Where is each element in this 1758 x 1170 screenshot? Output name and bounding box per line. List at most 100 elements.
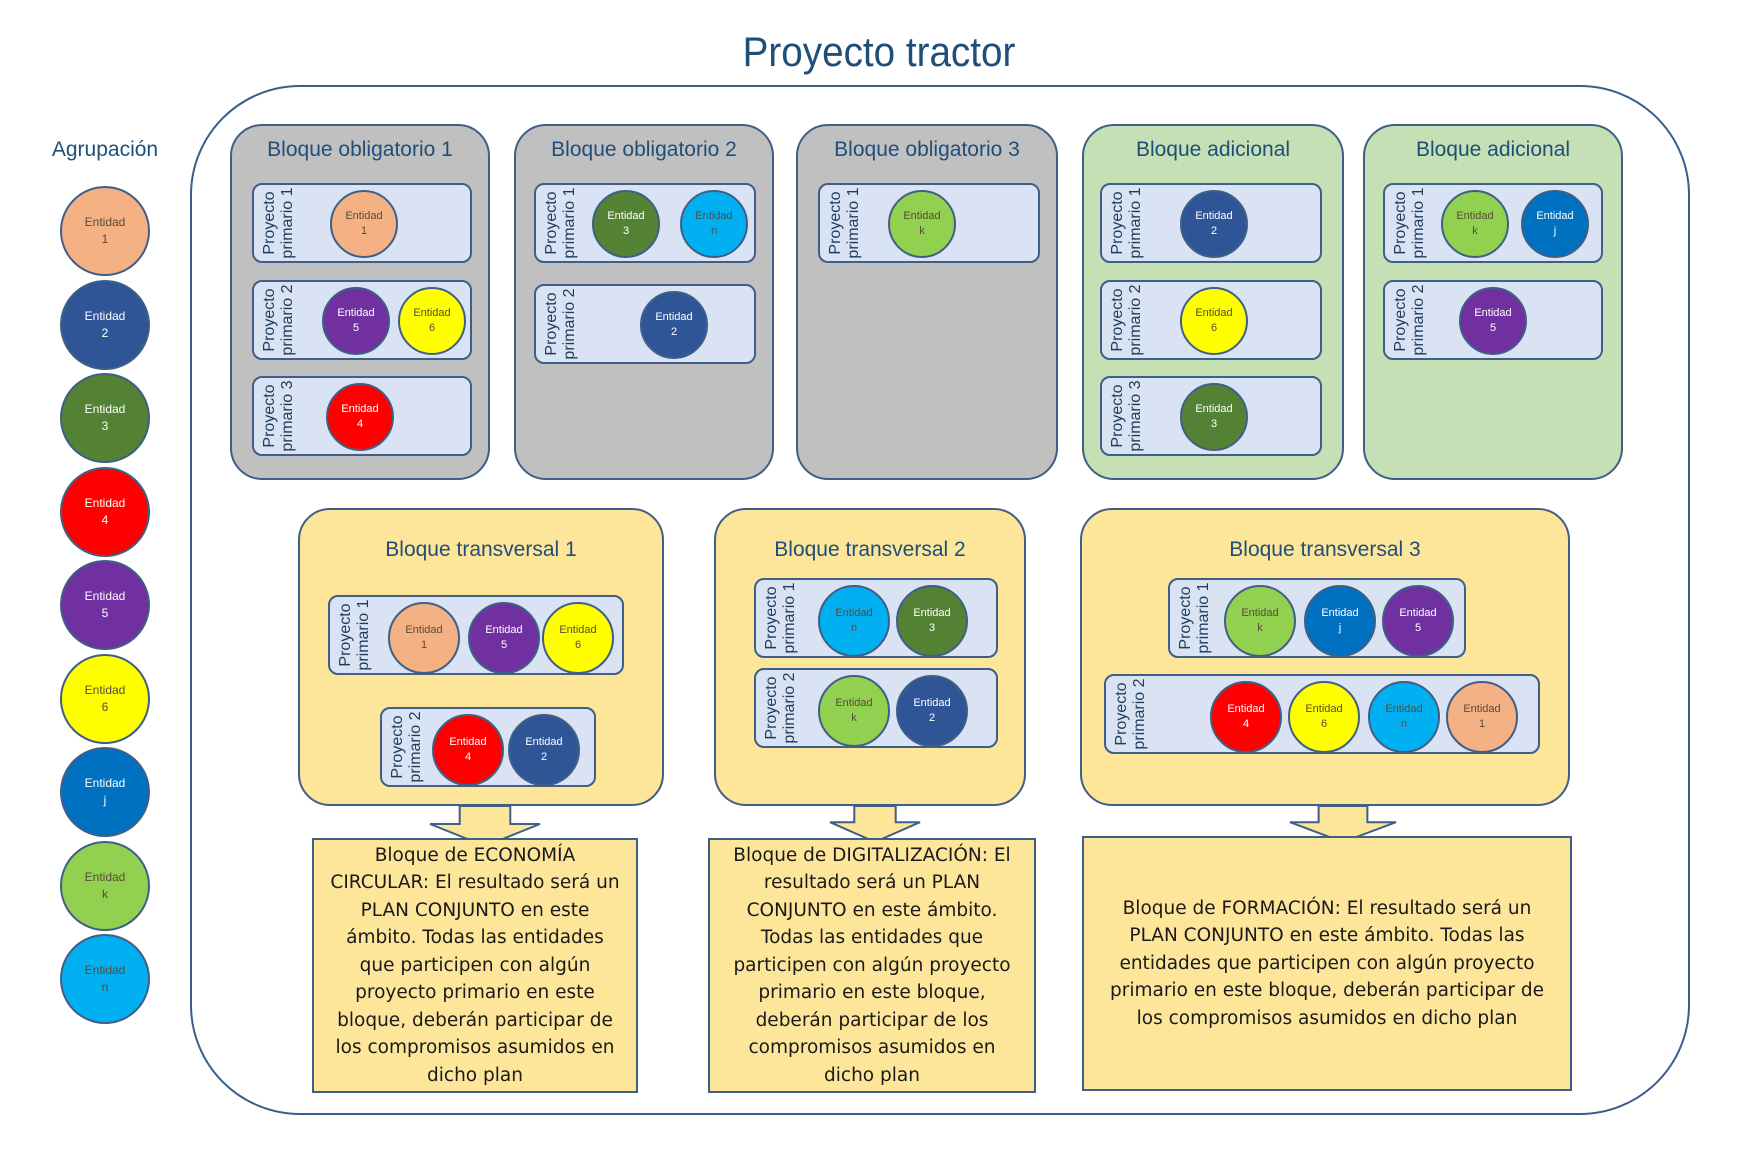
entity-id: 5 (1489, 322, 1497, 334)
entity-id: 1 (101, 232, 109, 246)
entity-label: Entidad (84, 495, 126, 510)
entity-label: Entidad (1227, 703, 1265, 715)
result-line: CIRCULAR: El resultado será un (330, 872, 620, 894)
entity-5-circle: Entidad 5 (60, 560, 150, 650)
primary-project-label: Proyecto primario 1 (1102, 185, 1152, 261)
entity-id: 2 (1210, 225, 1218, 237)
primary-project-label-text: Proyecto primario 1 (1177, 582, 1212, 654)
proyecto-tractor-frame (190, 85, 1690, 1115)
result-line: PLAN CONJUNTO en este (360, 899, 590, 921)
entity-id: 6 (428, 322, 436, 334)
down-arrow-icon (1289, 805, 1397, 844)
entity-id: 6 (574, 639, 582, 651)
down-arrow-icon (829, 805, 921, 844)
entity-label: Entidad (84, 589, 126, 603)
result-line: Bloque de FORMACIÓN: El resultado será u… (1122, 897, 1532, 919)
entity-n-circle: Entidad n (680, 190, 748, 258)
result-line: participen con algún proyecto (733, 954, 1011, 976)
result-line: primario en este bloque, (758, 982, 986, 1004)
entity-id: j (103, 793, 107, 807)
entity-id: 1 (360, 225, 368, 237)
entity-label: Entidad (84, 682, 126, 697)
result-line: bloque, deberán participar de (337, 1009, 613, 1031)
entity-id: 3 (1210, 418, 1218, 430)
entity-id: 5 (101, 606, 109, 620)
entity-id: k (1472, 225, 1478, 237)
entity-id: k (851, 712, 857, 724)
primary-project-label-text: Proyecto primario 2 (1113, 678, 1148, 750)
entity-label: Entidad (913, 697, 951, 709)
entity-id: 5 (1414, 622, 1422, 634)
entity-3-circle: Entidad 3 (1180, 383, 1248, 451)
entity-label: Entidad (1456, 210, 1494, 222)
result-line: los compromisos asumidos en dicho plan (1136, 1007, 1518, 1029)
down-arrow-icon (429, 805, 541, 848)
result-line: PLAN CONJUNTO en este ámbito. Todas las (1129, 925, 1525, 947)
entity-label: Entidad (84, 963, 126, 977)
primary-project-row: Proyecto primario 2 Entidad 5 Entidad 6 (252, 280, 472, 360)
entity-id: n (850, 622, 858, 634)
block-title: Bloque transversal 3 (1229, 538, 1421, 561)
entity-id: 3 (622, 225, 630, 237)
entity-1-circle: Entidad 1 (330, 190, 398, 258)
down-arrow-shape (1289, 805, 1397, 844)
result-line: compromisos asumidos en (748, 1037, 996, 1059)
primary-project-label: Proyecto primario 2 (254, 282, 304, 358)
entity-1-circle: Entidad 1 (388, 602, 460, 674)
entity-id: 5 (352, 322, 360, 334)
primary-project-label-text: Proyecto primario 1 (337, 599, 372, 671)
entity-id: 1 (1478, 718, 1486, 730)
entity-label: Entidad (695, 210, 733, 222)
entity-id: 2 (670, 326, 678, 338)
entity-id: 5 (500, 639, 508, 651)
primary-project-label: Proyecto primario 3 (254, 378, 304, 454)
entity-label: Entidad (835, 607, 873, 619)
entity-5-circle: Entidad 5 (322, 287, 390, 355)
entity-label: Entidad (337, 307, 375, 319)
block-title: Bloque transversal 1 (385, 538, 577, 561)
legend-title: Agrupación (51, 138, 159, 161)
entity-label: Entidad (84, 215, 126, 229)
entity-label: Entidad (1195, 403, 1233, 415)
block-title: Bloque adicional (1135, 138, 1291, 161)
entity-id: n (710, 225, 718, 237)
entity-label: Entidad (345, 210, 383, 222)
entity-id: 2 (540, 751, 548, 763)
entity-label: Entidad (413, 307, 451, 319)
entity-id: 4 (101, 512, 109, 527)
result-line: Bloque de DIGITALIZACIÓN: El (733, 844, 1011, 866)
block-title: Bloque obligatorio 3 (834, 138, 1020, 161)
entity-label: Entidad (835, 697, 873, 709)
primary-project-label-text: Proyecto primario 2 (543, 288, 578, 360)
entity-id: 4 (1242, 718, 1250, 730)
primary-project-label: Proyecto primario 2 (536, 286, 586, 362)
block-6: Bloque transversal 1 Proyecto primario 1 E… (298, 508, 664, 806)
entity-label: Entidad (405, 624, 443, 636)
block-8: Bloque transversal 3 Proyecto primario 1 E… (1080, 508, 1570, 806)
entity-id: 1 (420, 639, 428, 651)
